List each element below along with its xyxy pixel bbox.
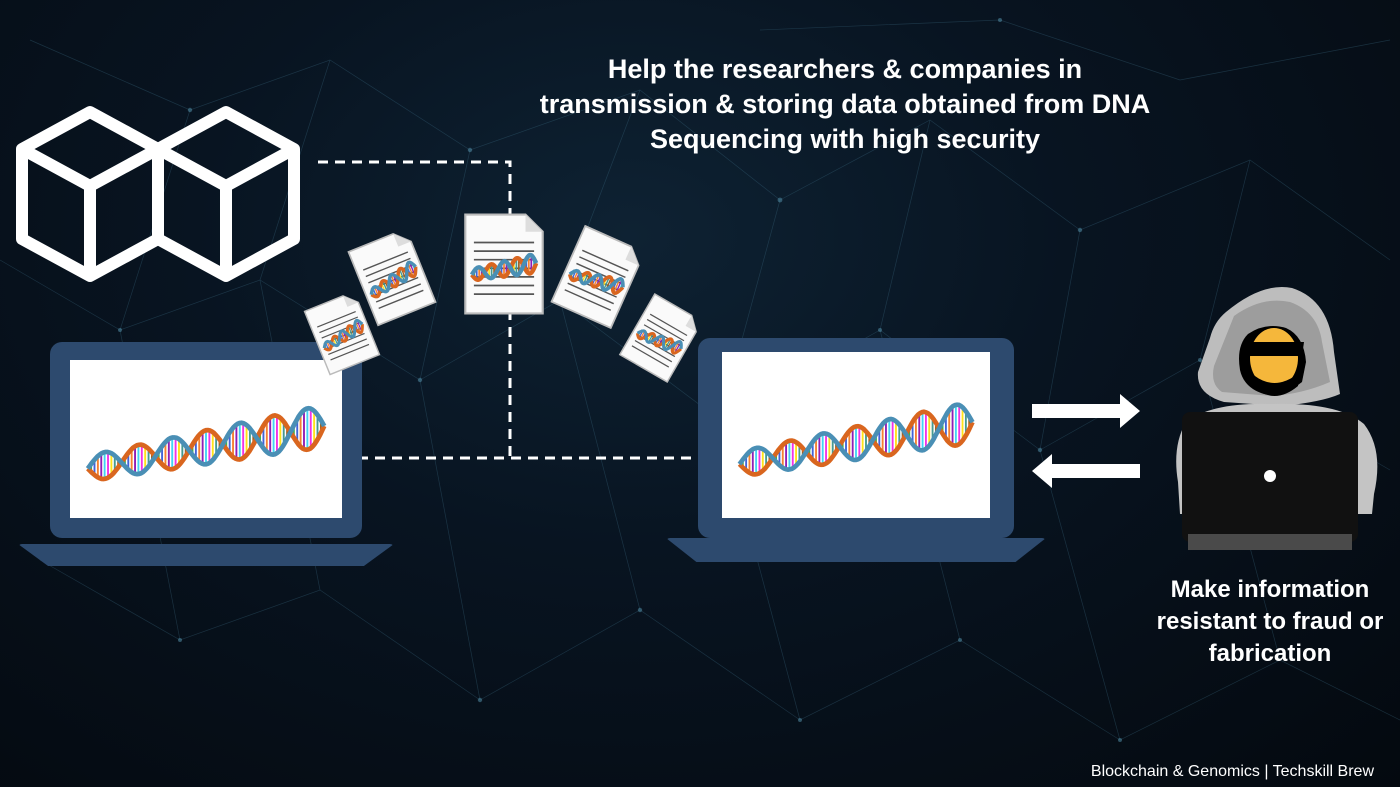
headline-line-1: Help the researchers & companies in (607, 54, 1083, 84)
arrow-right-icon (1032, 394, 1140, 428)
blockchain-cubes-icon (16, 106, 300, 282)
document-icon (461, 210, 547, 318)
laptop-base (18, 544, 394, 566)
arrow-left-icon (1032, 454, 1140, 488)
dna-helix-icon (737, 402, 975, 477)
credit-topic: Blockchain & Genomics (1090, 763, 1260, 780)
exchange-arrows (1032, 394, 1140, 488)
caption: Make information resistant to fraud or f… (1130, 574, 1400, 670)
document-icon (618, 293, 697, 383)
document-icon (550, 224, 640, 330)
caption-line-2: resistant to fraud or (1156, 608, 1384, 635)
credit-brand: Techskill Brew (1272, 763, 1374, 780)
dna-helix-icon (85, 405, 327, 482)
sender-laptop-icon (18, 342, 394, 570)
receiver-laptop-icon (666, 338, 1046, 570)
receiver-screen (722, 352, 990, 518)
caption-line-3: fabrication (1208, 640, 1332, 667)
sender-screen (70, 360, 342, 518)
document-icon (303, 295, 381, 376)
hacker-icon (1176, 287, 1378, 550)
headline-line-3: Sequencing with high security (649, 124, 1041, 154)
credit-separator: | (1264, 763, 1269, 780)
laptop-base (666, 538, 1046, 562)
headline-line-2: transmission & storing data obtained fro… (539, 89, 1151, 119)
headline: Help the researchers & companies in tran… (470, 52, 1220, 157)
caption-line-1: Make information (1170, 576, 1370, 603)
credit-footer: Blockchain & Genomics | Techskill Brew (1091, 763, 1374, 781)
document-icon (347, 232, 437, 327)
